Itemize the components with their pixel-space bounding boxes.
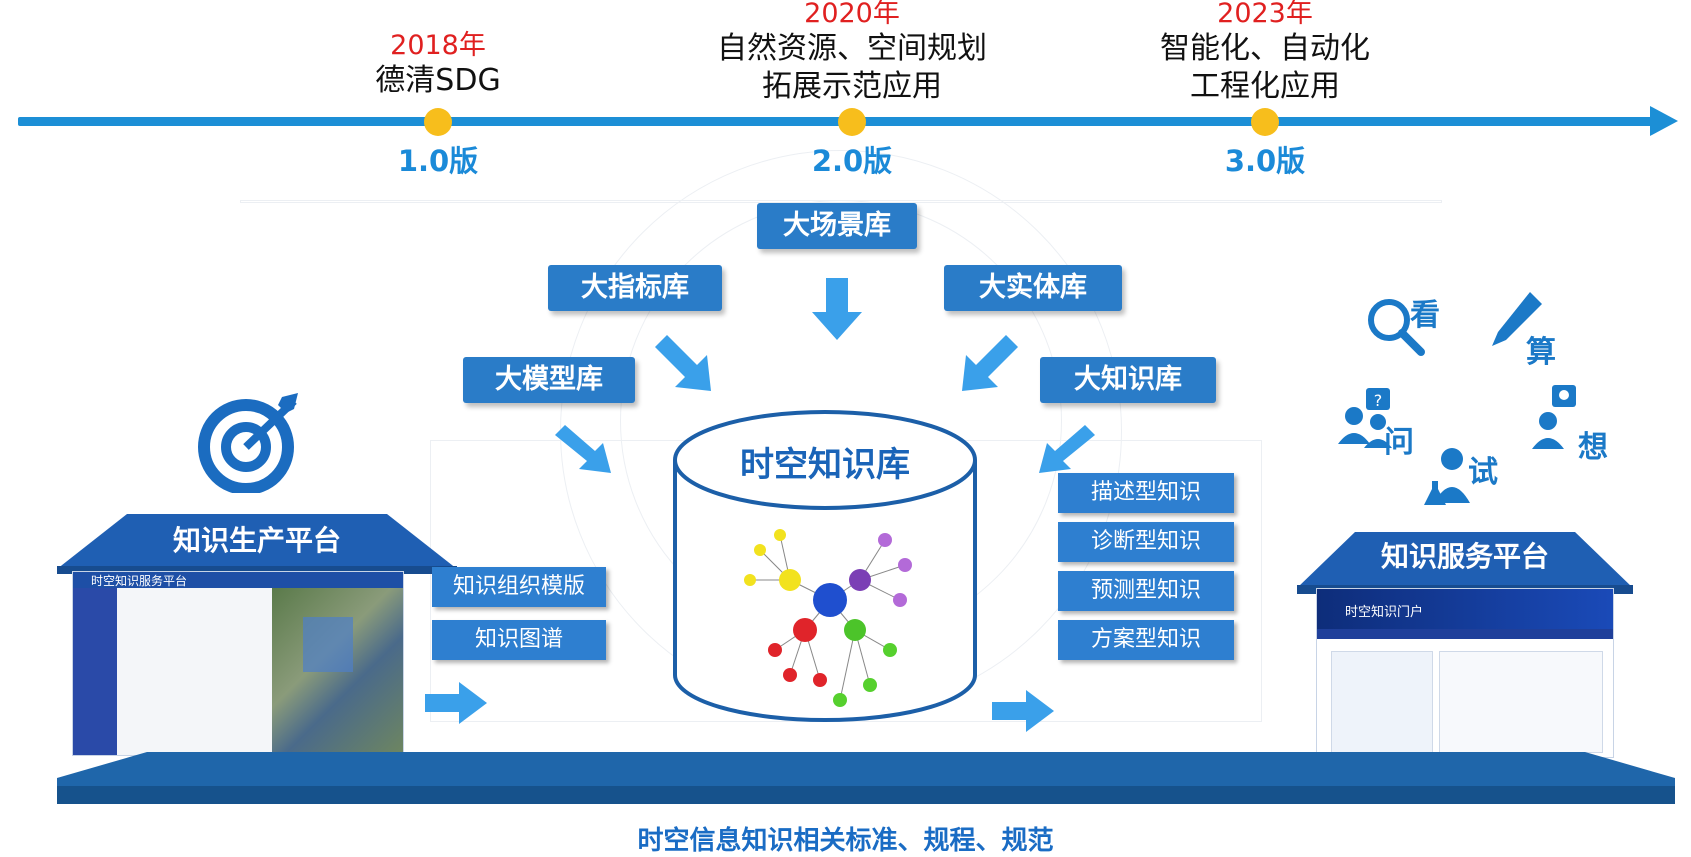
indicator-library-box: 大指标库 — [548, 265, 722, 311]
milestone-dot-2018 — [424, 108, 452, 136]
standards-footer-title: 时空信息知识相关标准、规程、规范 — [637, 826, 1054, 856]
arrow-right-icon — [992, 690, 1054, 732]
service-platform-screenshot: 时空知识门户 — [1316, 588, 1614, 758]
milestone-year: 2023年 — [1217, 0, 1313, 29]
service-verb-calculate: 算 — [1526, 335, 1556, 370]
screenshot-app-title: 时空知识服务平台 — [91, 574, 188, 588]
knowledge-type-descriptive: 描述型知识 — [1058, 473, 1234, 513]
idea-person-icon — [1532, 385, 1576, 449]
milestone-description-line2: 拓展示范应用 — [762, 69, 942, 104]
target-icon — [198, 393, 298, 493]
milestone-description: 德清SDG — [375, 63, 501, 98]
service-verb-think: 想 — [1578, 430, 1608, 465]
arrow-diagonal-icon — [962, 335, 1018, 391]
arrow-diagonal-icon — [555, 425, 611, 473]
knowledge-library-box: 大知识库 — [1040, 357, 1216, 403]
knowledge-graph-tool-box: 知识图谱 — [432, 620, 606, 660]
service-verb-look: 看 — [1410, 298, 1440, 333]
milestone-dot-2020 — [838, 108, 866, 136]
scientist-icon — [1424, 448, 1470, 505]
milestone-description: 自然资源、空间规划 — [717, 31, 987, 66]
timeline-arrowhead — [1650, 106, 1678, 136]
version-label: 1.0版 — [397, 144, 479, 178]
model-library-box: 大模型库 — [463, 357, 635, 403]
production-platform-screenshot: 时空知识服务平台 — [72, 571, 404, 756]
milestone-description-line2: 工程化应用 — [1190, 69, 1340, 104]
service-verb-test: 试 — [1468, 455, 1498, 490]
knowledge-type-predictive: 预测型知识 — [1058, 571, 1234, 611]
milestone-year: 2018年 — [390, 30, 486, 61]
arrow-down-icon — [812, 278, 862, 340]
standards-base-platform — [57, 752, 1675, 804]
milestone-2020: 2020年 自然资源、空间规划 拓展示范应用 — [672, 0, 1032, 106]
search-icon — [1368, 299, 1425, 356]
production-platform-title: 知识生产平台 — [172, 524, 341, 557]
question-person-icon: ? — [1338, 388, 1392, 448]
knowledge-type-diagnostic: 诊断型知识 — [1058, 522, 1234, 562]
service-verb-ask: 问 — [1384, 425, 1414, 460]
database-title: 时空知识库 — [740, 445, 910, 485]
milestone-description: 智能化、自动化 — [1160, 31, 1370, 66]
milestone-dot-2023 — [1251, 108, 1279, 136]
scene-library-box: 大场景库 — [757, 203, 917, 249]
pencil-icon — [1492, 292, 1542, 346]
arrow-right-icon — [425, 682, 487, 724]
arrow-diagonal-icon — [655, 335, 711, 391]
background-decoration — [240, 200, 1442, 203]
milestone-year: 2020年 — [804, 0, 900, 29]
milestone-2023: 2023年 智能化、自动化 工程化应用 — [1085, 0, 1445, 106]
template-tool-box: 知识组织模版 — [432, 567, 606, 607]
service-platform-title: 知识服务平台 — [1380, 540, 1549, 573]
milestone-2018: 2018年 德清SDG — [258, 30, 618, 100]
knowledge-graph-illustration — [744, 529, 912, 707]
version-label: 2.0版 — [811, 144, 893, 178]
production-platform-roof — [57, 514, 457, 574]
version-label: 3.0版 — [1224, 144, 1306, 178]
entity-library-box: 大实体库 — [944, 265, 1122, 311]
svg-text:?: ? — [1374, 391, 1383, 410]
screenshot-portal-title: 时空知识门户 — [1345, 605, 1424, 620]
knowledge-type-solution: 方案型知识 — [1058, 620, 1234, 660]
arrow-diagonal-icon — [1039, 425, 1095, 473]
